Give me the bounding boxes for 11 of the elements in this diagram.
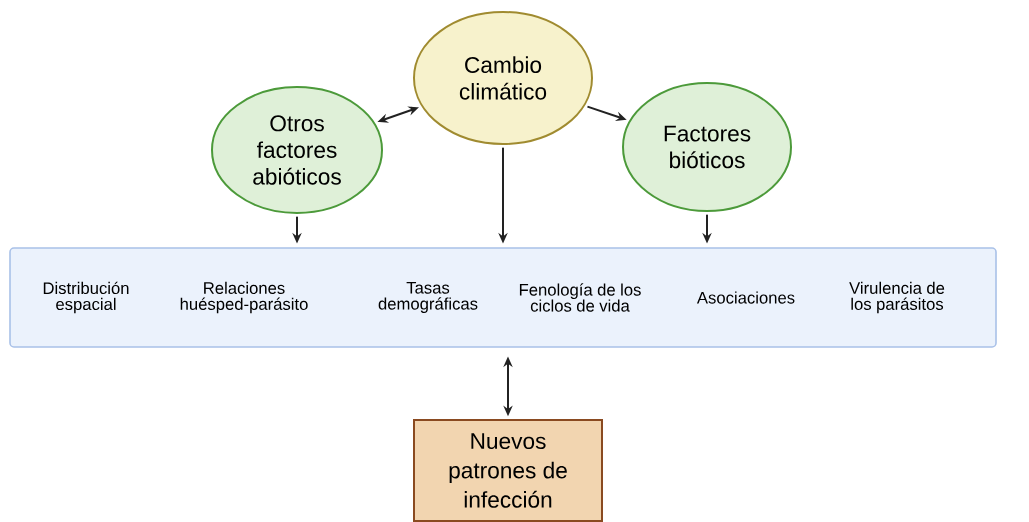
factor-panel	[9, 247, 997, 348]
ellipse-node: Factores bióticos	[622, 82, 792, 212]
ellipse-node: Otros factores abióticos	[211, 86, 383, 214]
factor-label: Distribución espacial	[43, 281, 129, 314]
factor-label: Virulencia de los parásitos	[849, 281, 945, 314]
factor-label: Relaciones huésped-parásito	[180, 281, 308, 314]
outcome-box: Nuevos patrones de infección	[413, 418, 603, 522]
factor-label: Tasas demográficas	[378, 282, 478, 313]
factor-label: Asociaciones	[696, 291, 795, 304]
factor-label: Fenología de los ciclos de vida	[519, 283, 641, 312]
ellipse-node: Cambio climático	[413, 11, 593, 145]
